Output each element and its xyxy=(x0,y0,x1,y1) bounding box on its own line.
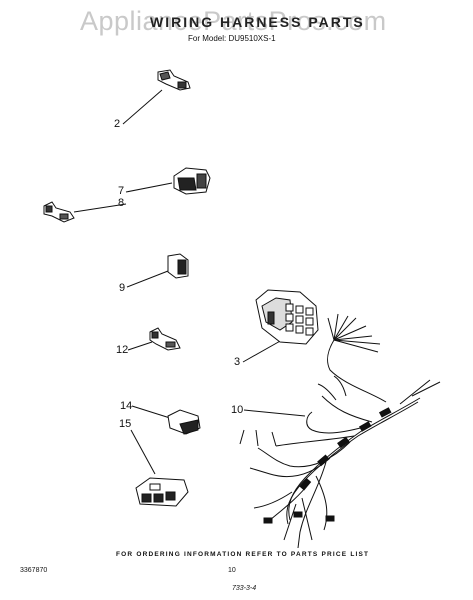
leader-line-10 xyxy=(243,409,306,417)
connector-part-15 xyxy=(135,477,189,507)
page-title: WIRING HARNESS PARTS xyxy=(150,14,365,30)
document-code: 733-3-4 xyxy=(232,585,257,592)
callout-9: 9 xyxy=(119,282,126,294)
terminal-part-12 xyxy=(149,327,181,351)
leader-line-14 xyxy=(131,405,171,419)
leader-line-15 xyxy=(130,429,156,475)
terminal-part-8 xyxy=(43,201,75,223)
model-subtitle: For Model: DU9510XS-1 xyxy=(188,34,276,43)
callout-15: 15 xyxy=(119,418,132,430)
leader-line-3 xyxy=(242,339,283,363)
watermark: AppliancePartsPros.com xyxy=(80,6,387,36)
block-part-14 xyxy=(167,409,201,435)
connector-part-3 xyxy=(255,289,319,345)
block-part-9 xyxy=(167,253,189,279)
leader-line-7 xyxy=(125,182,173,193)
callout-12: 12 xyxy=(116,344,129,356)
callout-2: 2 xyxy=(114,118,121,130)
connector-housing-part-7 xyxy=(173,167,211,195)
page-number: 10 xyxy=(228,567,236,574)
leader-line-12 xyxy=(127,341,153,351)
terminal-part-2 xyxy=(157,69,191,91)
callout-8: 8 xyxy=(118,197,125,209)
callout-10: 10 xyxy=(231,404,244,416)
callout-3: 3 xyxy=(234,356,241,368)
callout-7: 7 xyxy=(118,185,125,197)
harness-connectors xyxy=(263,407,392,524)
leader-line-8 xyxy=(73,203,127,213)
wiring-harness-part-10 xyxy=(239,313,441,549)
callout-14: 14 xyxy=(120,400,133,412)
leader-line-9 xyxy=(126,270,169,288)
leader-line-2 xyxy=(122,89,163,125)
ordering-note: FOR ORDERING INFORMATION REFER TO PARTS … xyxy=(116,551,370,558)
reference-number: 3367870 xyxy=(20,567,48,574)
